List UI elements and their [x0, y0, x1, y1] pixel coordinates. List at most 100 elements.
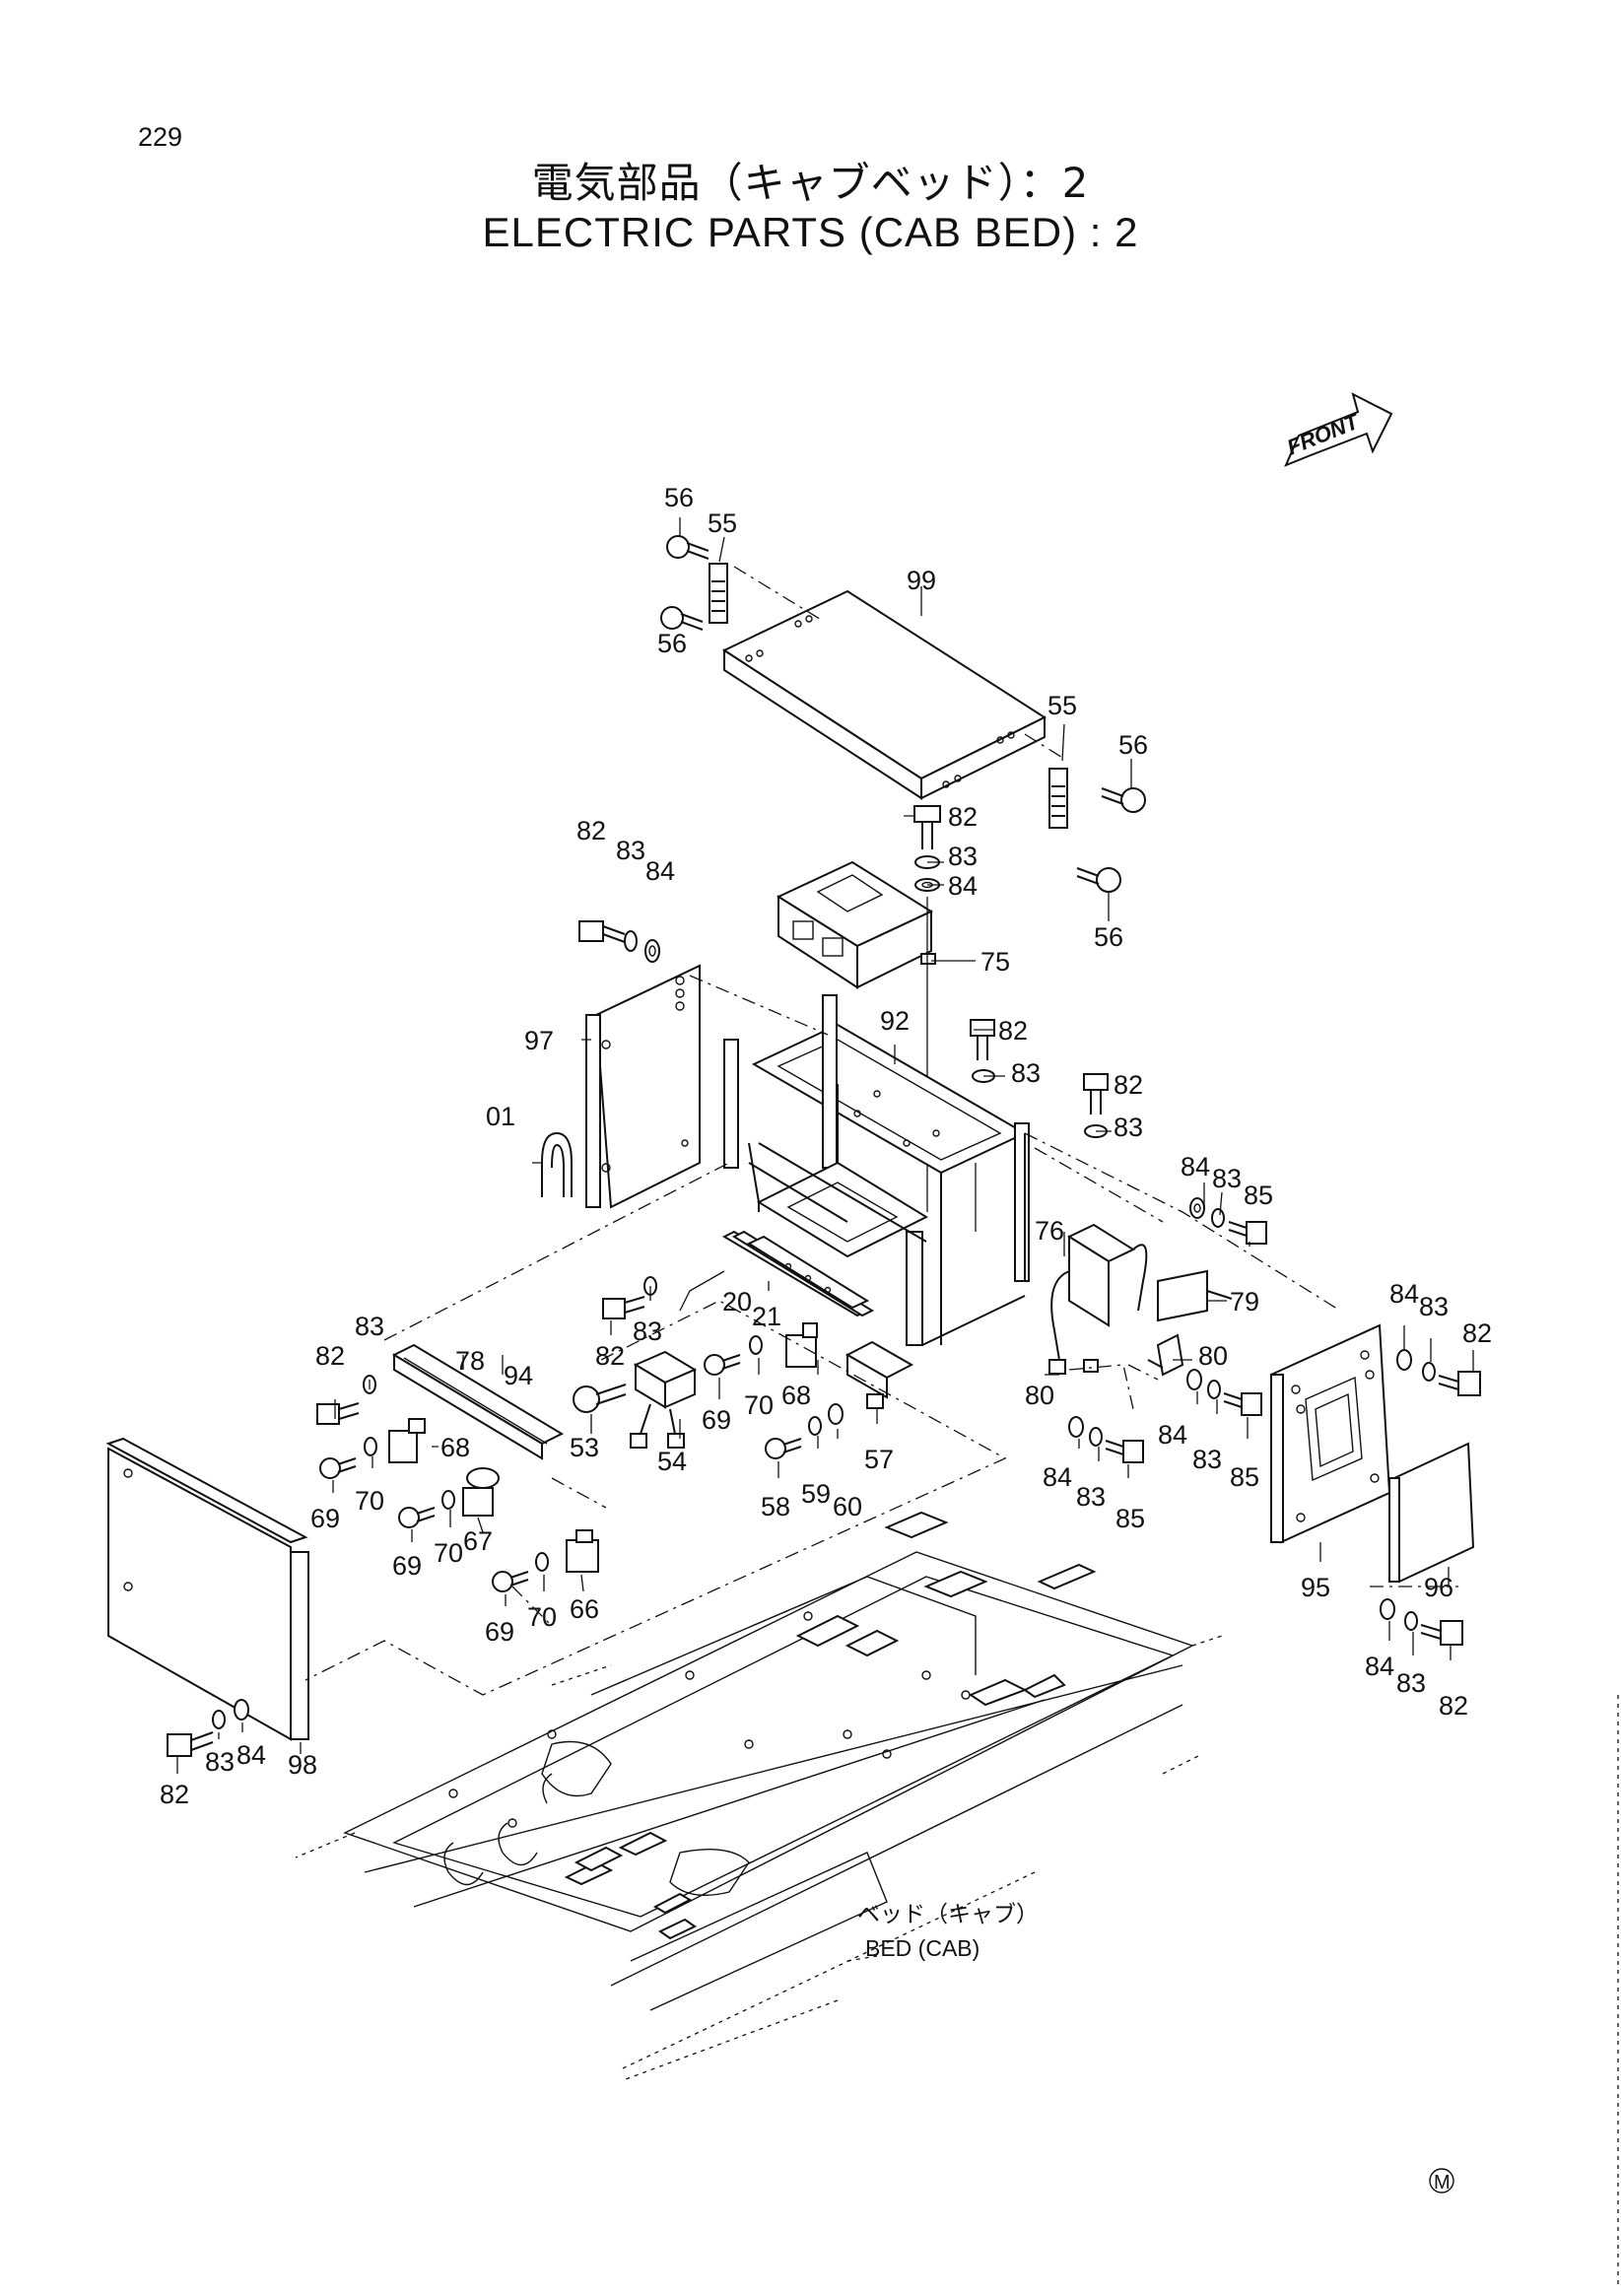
washer-84-h: [234, 1699, 249, 1721]
callout-66: 66: [570, 1594, 599, 1624]
cover-plate-95: [1269, 1323, 1391, 1544]
callout-84: 84: [1158, 1420, 1187, 1450]
callout-57: 57: [864, 1445, 894, 1474]
washer-84-f: [1396, 1349, 1412, 1371]
callout-80: 80: [1198, 1341, 1228, 1371]
bolt-53: [573, 1384, 627, 1413]
component-53-54: [630, 1350, 698, 1449]
callout-56: 56: [1118, 730, 1148, 760]
side-panel-97: [585, 964, 701, 1209]
screw-58: [765, 1438, 802, 1459]
bolt-82-i: [167, 1731, 214, 1757]
washer-83-j: [1422, 1362, 1436, 1382]
callout-82: 82: [998, 1016, 1028, 1046]
callout-56: 56: [657, 629, 687, 658]
callout-84: 84: [645, 856, 675, 886]
callout-82: 82: [595, 1341, 625, 1371]
callout-69: 69: [485, 1617, 514, 1647]
callout-84: 84: [236, 1740, 266, 1770]
callout-82: 82: [1462, 1318, 1492, 1348]
callout-82: 82: [576, 816, 606, 845]
washer-59: [808, 1416, 822, 1436]
callout-83: 83: [1396, 1668, 1426, 1698]
part-79: [1157, 1269, 1233, 1322]
callout-55: 55: [708, 508, 737, 538]
washer-83-h: [1089, 1427, 1103, 1447]
callout-83: 83: [1212, 1164, 1242, 1193]
washer-84-a: [644, 939, 660, 963]
bolt-82-f: [316, 1402, 360, 1425]
callout-82: 82: [160, 1780, 189, 1809]
callout-84: 84: [1043, 1462, 1072, 1492]
callout-84: 84: [1365, 1652, 1394, 1681]
callout-82: 82: [1439, 1691, 1468, 1721]
callout-68: 68: [440, 1433, 470, 1462]
relay-68-b: [785, 1322, 818, 1368]
screw-69-c: [398, 1507, 436, 1528]
callout-56: 56: [664, 483, 694, 512]
callout-53: 53: [570, 1433, 599, 1462]
callout-82: 82: [1114, 1070, 1143, 1100]
cab-bed-outline: [295, 1511, 1223, 2080]
callout-99: 99: [907, 566, 936, 595]
corner-mark-circle: [1429, 2168, 1454, 2194]
screw-56-c: [1101, 787, 1146, 813]
screw-56-a: [666, 535, 709, 560]
washer-84-d: [1068, 1416, 1084, 1438]
top-cover-panel: [721, 589, 1047, 800]
callout-60: 60: [833, 1492, 862, 1521]
washer-84-e: [1186, 1369, 1202, 1390]
bed-label-japanese: ベッド（キャブ）: [857, 1902, 1039, 1927]
washer-83-i: [1207, 1380, 1221, 1399]
bolt-85-c: [1223, 1392, 1262, 1416]
callout-69: 69: [702, 1405, 731, 1435]
callout-94: 94: [504, 1361, 533, 1390]
callout-21: 21: [752, 1302, 781, 1331]
relay-67: [462, 1467, 500, 1517]
callout-85: 85: [1115, 1504, 1145, 1533]
callout-80: 80: [1025, 1381, 1054, 1410]
washer-70-a: [749, 1335, 763, 1355]
part-57: [844, 1340, 914, 1409]
bolt-82-g: [1438, 1371, 1481, 1396]
corner-mark: M: [1434, 2172, 1451, 2194]
callout-83: 83: [616, 836, 645, 865]
bolt-82-a: [578, 920, 626, 943]
washer-70-d: [535, 1552, 549, 1572]
controller-unit: [776, 860, 936, 989]
callout-96: 96: [1424, 1573, 1453, 1602]
screw-56-d: [1076, 867, 1121, 893]
screw-56-b: [660, 606, 704, 631]
relay-68-a: [388, 1418, 426, 1463]
callout-76: 76: [1035, 1216, 1064, 1246]
bolt-85-a: [1228, 1221, 1267, 1245]
cover-plate-96: [1388, 1442, 1475, 1584]
callout-67: 67: [463, 1526, 493, 1556]
callout-83: 83: [633, 1317, 662, 1346]
callout-69: 69: [310, 1504, 340, 1533]
callout-70: 70: [355, 1486, 384, 1516]
callout-58: 58: [761, 1492, 790, 1521]
callout-68: 68: [781, 1381, 811, 1410]
callout-83: 83: [355, 1312, 384, 1341]
washer-70-b: [364, 1437, 377, 1456]
harness-76: [1048, 1223, 1148, 1375]
callout-75: 75: [980, 947, 1010, 977]
callout-20: 20: [722, 1287, 752, 1317]
callout-83: 83: [1114, 1113, 1143, 1142]
washer-70-c: [441, 1490, 455, 1510]
washer-84-g: [1380, 1598, 1395, 1620]
front-label: FRONT: [1284, 408, 1364, 459]
main-frame: [723, 994, 1030, 1346]
side-panel-98: [105, 1437, 309, 1741]
callout-55: 55: [1047, 691, 1077, 720]
callout-83: 83: [1076, 1482, 1106, 1512]
callout-70: 70: [434, 1538, 463, 1568]
callout-83: 83: [1011, 1058, 1041, 1088]
callout-70: 70: [527, 1602, 557, 1632]
rail-21: [746, 1235, 870, 1310]
front-arrow-icon: FRONT: [1284, 392, 1393, 467]
page-number: 229: [138, 122, 183, 152]
callout-84: 84: [948, 871, 978, 901]
